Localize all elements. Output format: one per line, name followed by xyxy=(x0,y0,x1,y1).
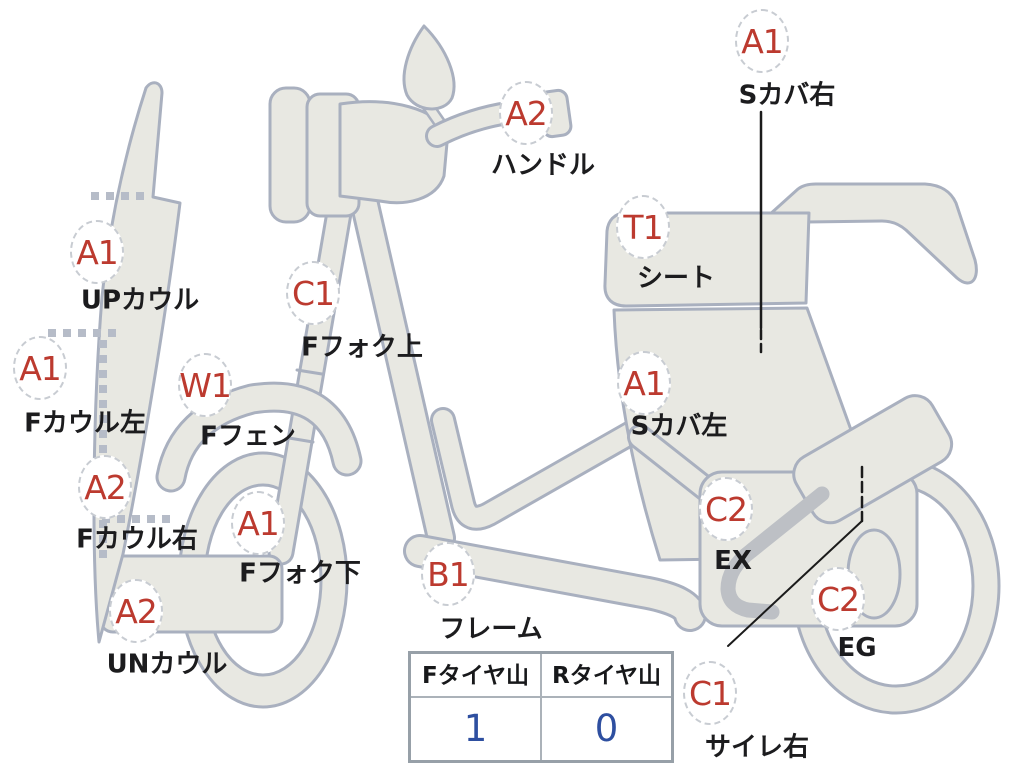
condition-marker-a1-0: A1 xyxy=(70,220,124,284)
condition-marker-b1-11: B1 xyxy=(421,542,475,606)
condition-marker-c2-13: C2 xyxy=(811,567,865,631)
condition-marker-c1-14: C1 xyxy=(683,661,737,725)
rear-tire-tread-value: 0 xyxy=(540,698,671,760)
condition-marker-a1-1: A1 xyxy=(13,336,67,400)
condition-marker-c2-12: C2 xyxy=(699,477,753,541)
part-label-10: Sカバ左 xyxy=(630,411,728,442)
part-label-6: Fフォク上 xyxy=(301,332,423,363)
front-fork xyxy=(267,193,354,566)
frame-downtube xyxy=(350,190,456,553)
tire-tread-table: Fタイヤ山 Rタイヤ山 1 0 xyxy=(408,651,674,763)
exhaust-pipe xyxy=(720,486,830,620)
rear-tire-tread-header: Rタイヤ山 xyxy=(540,654,671,698)
floor-rail xyxy=(403,534,707,632)
condition-marker-a1-5: A1 xyxy=(231,491,285,555)
part-label-4: Fフェン xyxy=(200,421,296,452)
front-fender xyxy=(155,381,363,493)
part-label-11: フレーム xyxy=(439,614,543,645)
part-label-12: EX xyxy=(714,546,752,576)
part-label-0: UPカウル xyxy=(80,285,200,316)
rear-frame-rail xyxy=(627,424,719,502)
condition-marker-w1-4: W1 xyxy=(178,353,232,417)
condition-marker-c1-6: C1 xyxy=(286,261,340,325)
front-tire-tread-header: Fタイヤ山 xyxy=(411,654,540,698)
tire-tread-value-row: 1 0 xyxy=(411,698,671,760)
condition-marker-a1-10: A1 xyxy=(617,351,671,415)
part-label-14: サイレ右 xyxy=(704,732,810,763)
condition-marker-a2-3: A2 xyxy=(109,579,163,643)
part-label-3: UNカウル xyxy=(106,649,228,680)
underseat-rail xyxy=(430,407,646,531)
condition-marker-a2-7: A2 xyxy=(499,81,553,145)
part-label-2: Fカウル右 xyxy=(76,524,198,555)
part-label-5: Fフォク下 xyxy=(239,558,361,589)
tire-tread-header-row: Fタイヤ山 Rタイヤ山 xyxy=(411,654,671,698)
panel-split-dotted-lines xyxy=(48,192,172,560)
part-label-13: EG xyxy=(837,633,877,663)
callout-lines xyxy=(727,110,864,647)
part-label-1: Fカウル左 xyxy=(24,408,146,439)
condition-marker-a2-2: A2 xyxy=(78,455,132,519)
condition-marker-t1-8: T1 xyxy=(616,195,670,259)
front-tire-tread-value: 1 xyxy=(463,707,488,750)
condition-marker-a1-9: A1 xyxy=(735,9,789,73)
part-label-7: ハンドル xyxy=(490,150,596,181)
part-label-9: Sカバ右 xyxy=(738,80,836,111)
tail-cowl xyxy=(766,182,978,285)
part-label-8: シート xyxy=(636,263,716,294)
headlight xyxy=(268,86,450,224)
